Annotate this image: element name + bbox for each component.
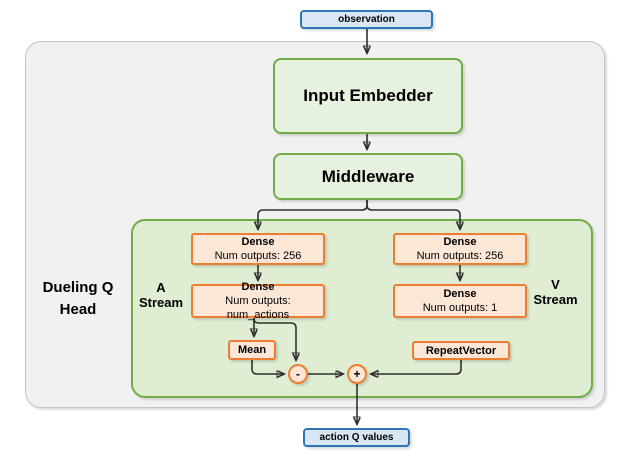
middleware-node: Middleware xyxy=(273,153,463,200)
v-stream-label: V Stream xyxy=(528,277,583,307)
a-dense1-subtitle: Num outputs: 256 xyxy=(214,250,302,262)
add-operator-node: + xyxy=(347,364,367,384)
subtract-operator-label: - xyxy=(296,367,300,381)
observation-label: observation xyxy=(338,14,395,25)
a-dense2-title: Dense xyxy=(241,281,275,293)
add-operator-label: + xyxy=(353,367,361,381)
dueling-q-head-label-line2: Head xyxy=(59,301,97,318)
v-dense2-title: Dense xyxy=(443,288,477,300)
v-stream-label-line1: V xyxy=(551,277,560,292)
dueling-q-head-label: Dueling Q Head xyxy=(25,277,131,321)
middleware-label: Middleware xyxy=(321,166,415,186)
dueling-q-head-label-line1: Dueling Q xyxy=(42,279,114,296)
action-q-values-node: action Q values xyxy=(303,428,410,447)
subtract-operator-node: - xyxy=(288,364,308,384)
repeat-vector-node: RepeatVector xyxy=(412,341,510,360)
a-stream-label-line1: A xyxy=(156,280,166,295)
input-embedder-label: Input Embedder xyxy=(303,86,433,105)
a-dense2-node: Dense Num outputs: num_actions xyxy=(191,281,325,321)
v-dense1-title: Dense xyxy=(443,236,477,248)
action-q-values-label: action Q values xyxy=(319,432,394,443)
a-stream-label-line2: Stream xyxy=(138,295,184,310)
a-dense1-node: Dense Num outputs: 256 xyxy=(191,233,325,265)
v-dense1-subtitle: Num outputs: 256 xyxy=(416,250,504,262)
a-dense1-title: Dense xyxy=(241,236,275,248)
v-dense1-node: Dense Num outputs: 256 xyxy=(393,233,527,265)
v-dense2-node: Dense Num outputs: 1 xyxy=(393,284,527,318)
repeat-vector-label: RepeatVector xyxy=(425,344,497,357)
v-dense2-subtitle: Num outputs: 1 xyxy=(422,302,498,314)
a-dense2-subtitle: Num outputs: num_actions xyxy=(225,295,291,321)
input-embedder-node: Input Embedder xyxy=(273,58,463,134)
a-stream-label: A Stream xyxy=(134,280,188,310)
observation-node: observation xyxy=(300,10,433,29)
mean-label: Mean xyxy=(237,344,267,356)
v-stream-label-line2: Stream xyxy=(533,292,578,307)
mean-node: Mean xyxy=(228,340,276,360)
